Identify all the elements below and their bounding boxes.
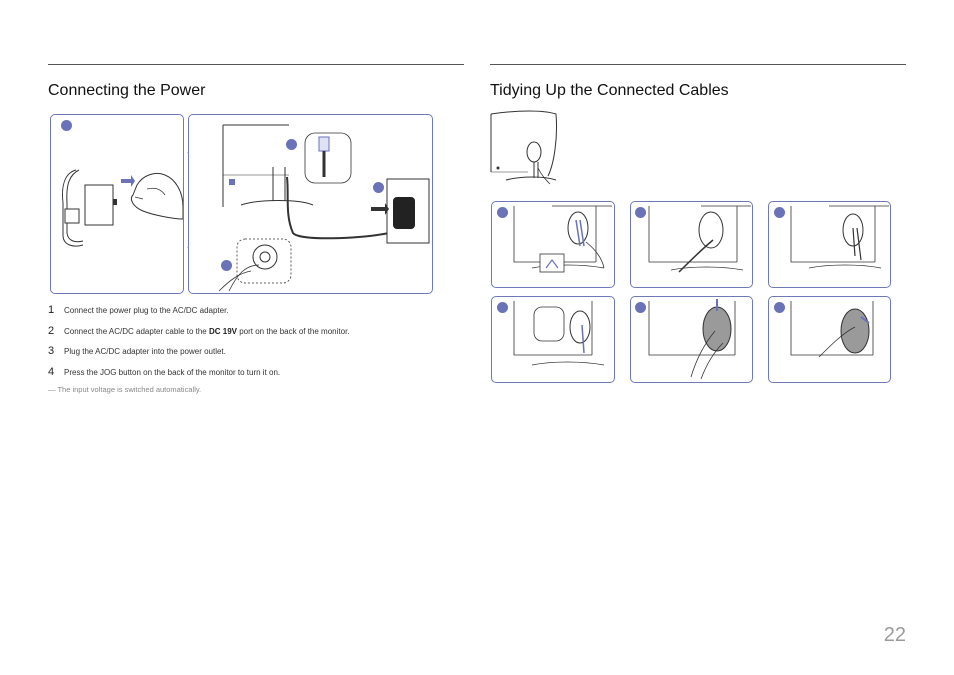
step-item-2: 2 Connect the AC/DC adapter cable to the…	[48, 325, 468, 346]
steps-list: 1 Connect the power plug to the AC/DC ad…	[48, 304, 468, 386]
tidy-step-marker-3	[774, 207, 785, 218]
illustration-tidy-step-3	[768, 201, 891, 288]
step-marker-3	[373, 182, 384, 193]
top-rule-left	[48, 64, 464, 65]
illustration-monitor-back-cable	[188, 114, 433, 294]
illustration-tidy-step-5	[630, 296, 753, 383]
step-number: 4	[48, 365, 55, 378]
tidy-step-marker-5	[635, 302, 646, 313]
step-number: 2	[48, 324, 55, 337]
step-marker-4	[221, 260, 232, 271]
illustration-power-plug-adapter	[50, 114, 184, 294]
step-marker-1	[61, 120, 72, 131]
step-number: 1	[48, 304, 55, 316]
step-marker-2	[286, 139, 297, 150]
tidy-step-marker-2	[635, 207, 646, 218]
illustration-tidy-step-2	[630, 201, 753, 288]
top-rule-right	[490, 64, 906, 65]
voltage-note: ― The input voltage is switched automati…	[48, 385, 202, 394]
step-text: Connect the AC/DC adapter cable to the D…	[64, 326, 350, 336]
tidy-step-marker-6	[774, 302, 785, 313]
step-item-3: 3 Plug the AC/DC adapter into the power …	[48, 345, 468, 366]
port-label: DC 19V	[208, 326, 237, 336]
step-text: Plug the AC/DC adapter into the power ou…	[64, 347, 226, 356]
step-item-4: 4 Press the JOG button on the back of th…	[48, 366, 468, 387]
step-number: 3	[48, 345, 55, 357]
page-number: 22	[883, 624, 906, 646]
tidy-step-marker-1	[497, 207, 508, 218]
illustration-monitor-side	[490, 110, 557, 185]
illustration-tidy-step-6	[768, 296, 891, 383]
step-text: Press the JOG button on the back of the …	[64, 367, 281, 377]
tidy-step-marker-4	[497, 302, 508, 313]
step-item-1: 1 Connect the power plug to the AC/DC ad…	[48, 304, 468, 325]
illustration-tidy-step-1	[491, 201, 615, 288]
step-text: Connect the power plug to the AC/DC adap…	[64, 306, 229, 315]
section-title-tidying-cables: Tidying Up the Connected Cables	[490, 82, 729, 99]
section-title-connecting-power: Connecting the Power	[48, 82, 206, 99]
illustration-tidy-step-4	[491, 296, 615, 383]
